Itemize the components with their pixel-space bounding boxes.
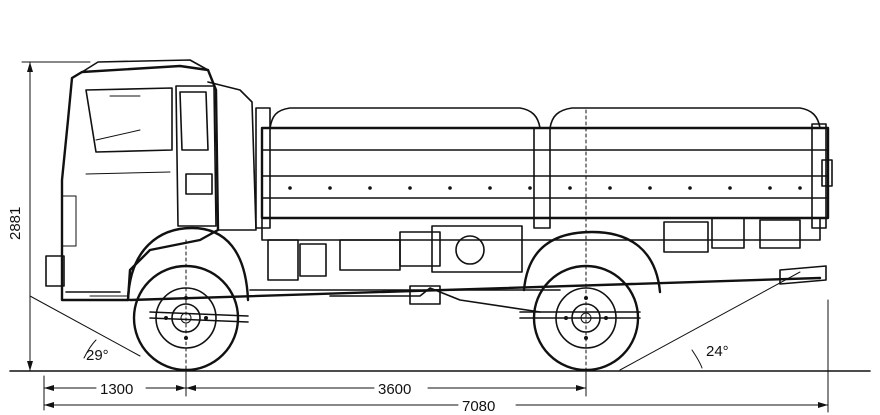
cargo-bed: [255, 107, 833, 229]
approach-angle-label: 29°: [86, 347, 109, 364]
bed-rivets: [288, 186, 802, 190]
front-overhang-label: 1300: [100, 381, 133, 398]
departure-angle-label: 24°: [706, 343, 729, 360]
rear-wheel-arch: [522, 230, 662, 294]
overall-length-dimension: 7080: [43, 299, 829, 415]
cab: [45, 59, 257, 302]
overall-length-label: 7080: [462, 398, 495, 415]
wheelbase-label: 3600: [378, 381, 411, 398]
grille: [61, 195, 77, 247]
wheelbase-dimension-row: 1300 3600: [43, 371, 587, 411]
truck-drawing: [45, 59, 833, 372]
departure-angle-line: [619, 271, 801, 371]
height-dimension: 2881: [7, 61, 91, 372]
rear-bumper: [779, 265, 827, 285]
chassis: [128, 217, 822, 323]
height-label: 2881: [7, 207, 24, 240]
approach-angle-line: [29, 295, 141, 357]
front-wheel-arch: [126, 226, 250, 302]
